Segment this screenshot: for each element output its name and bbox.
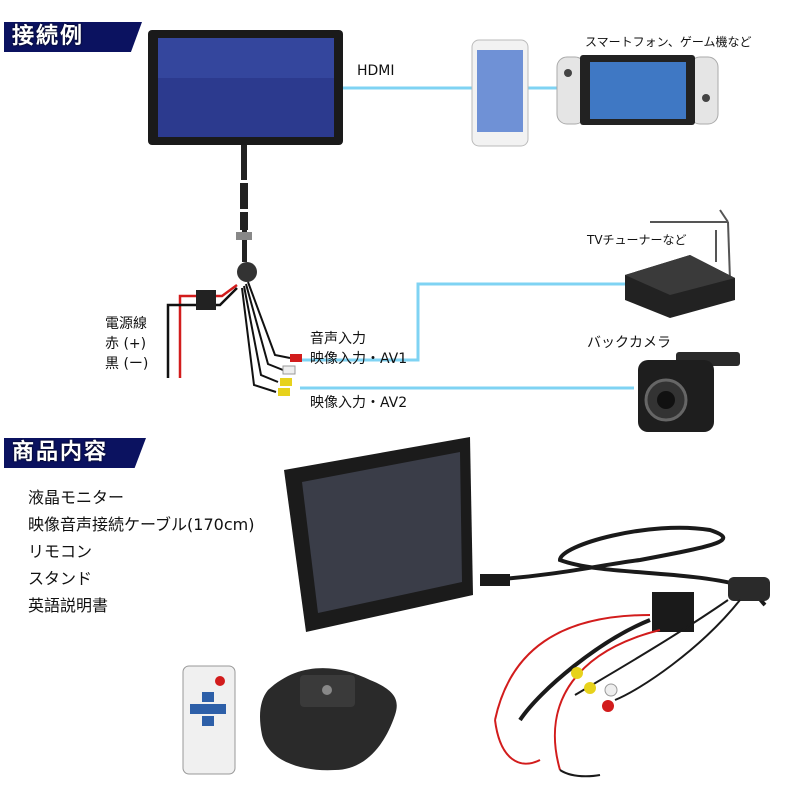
power-red-label: 赤 (+) (105, 336, 147, 352)
rca-red-plug (290, 354, 302, 362)
connection-heading: 接続例 (4, 22, 142, 52)
list-item: 映像音声接続ケーブル(170cm) (28, 515, 255, 534)
smartphone-image (471, 39, 529, 147)
remote-control-image (182, 665, 236, 775)
hdmi-label: HDMI (357, 63, 395, 79)
power-black-label: 黒 (ー) (105, 356, 149, 372)
rca-wires (241, 281, 291, 393)
product-monitor-image (284, 437, 473, 632)
contents-list: 液晶モニター 映像音声接続ケーブル(170cm) リモコン スタンド 英語説明書 (28, 484, 254, 619)
product-rca-white (604, 683, 618, 697)
blue-cables (300, 86, 634, 390)
tv-tuner-label: TVチューナーなど (587, 233, 687, 247)
video-input-av1-label: 映像入力・AV1 (310, 351, 408, 367)
product-cable-image (489, 525, 767, 722)
tv-tuner-image (625, 209, 735, 318)
power-wires (166, 283, 238, 378)
product-rca-yellow-1 (571, 667, 583, 679)
game-console-image (556, 55, 719, 125)
list-item: 英語説明書 (28, 596, 109, 615)
product-cable-connector (480, 574, 510, 586)
smartphone-game-label: スマートフォン、ゲーム機など (585, 35, 752, 49)
list-item: 液晶モニター (28, 488, 125, 507)
rca-yellow-plug-2 (278, 388, 290, 396)
back-camera-label: バックカメラ (587, 335, 671, 351)
monitor-diagram-image (148, 30, 343, 145)
rca-yellow-plug-1 (280, 378, 292, 386)
main-cable (236, 145, 257, 282)
rca-white-plug (282, 365, 296, 375)
contents-heading: 商品内容 (4, 438, 146, 468)
stand-image (260, 668, 397, 771)
list-item: リモコン (28, 542, 93, 561)
product-rca-red (602, 700, 614, 712)
video-input-av2-label: 映像入力・AV2 (310, 395, 408, 411)
power-line-label: 電源線 (105, 316, 147, 332)
product-rca-yellow-2 (584, 682, 596, 694)
av1-cable-line (300, 282, 625, 362)
list-item: スタンド (28, 569, 93, 588)
product-cable-box (652, 592, 694, 632)
audio-input-label: 音声入力 (310, 331, 366, 347)
product-cable-hub (728, 577, 770, 601)
back-camera-image (638, 352, 740, 432)
product-power-wires (494, 599, 741, 778)
